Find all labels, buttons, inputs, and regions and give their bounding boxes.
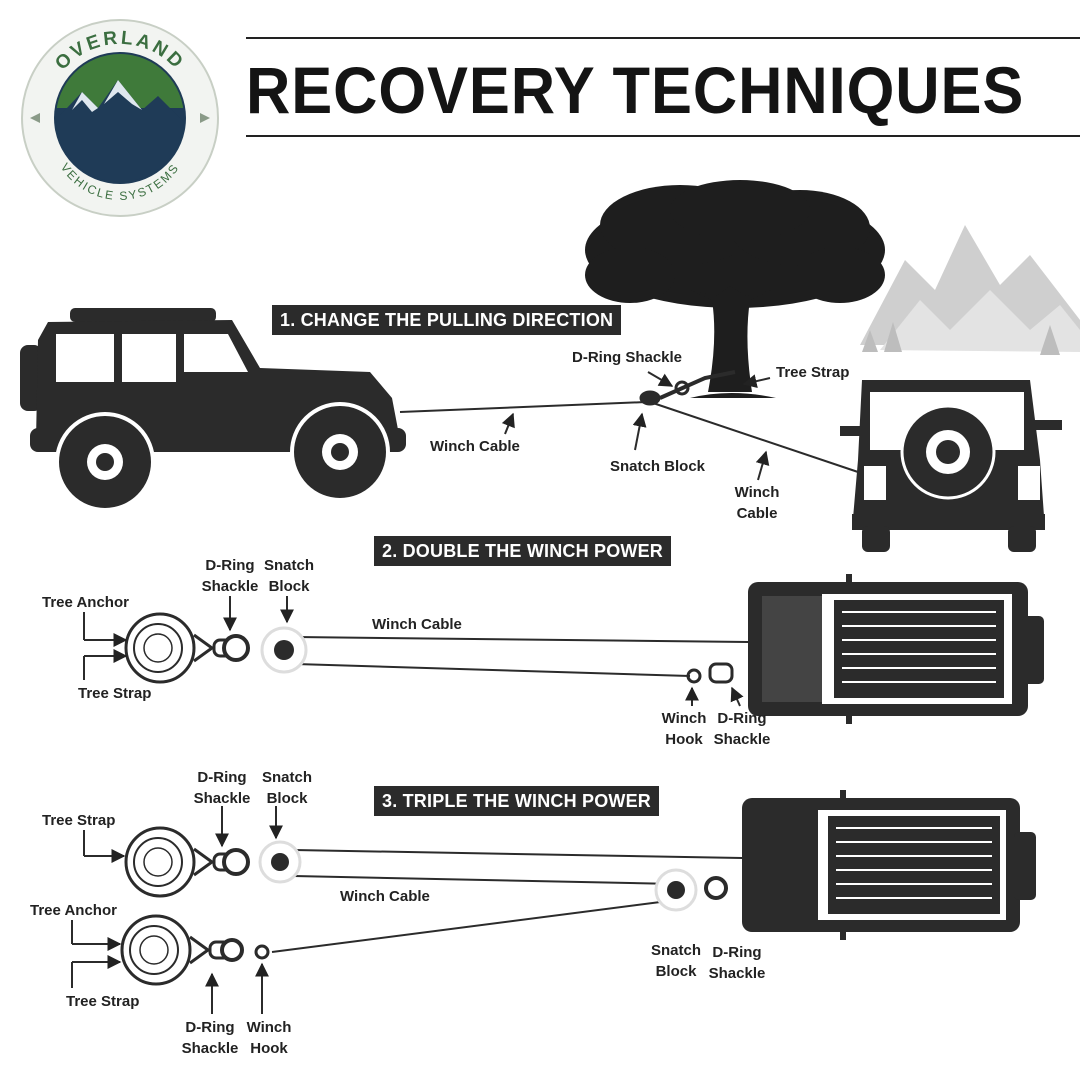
background-mountains — [860, 225, 1080, 355]
label-d-ring-shackle: D-Ring Shackle — [572, 349, 683, 366]
jeep-rear-icon — [840, 380, 1062, 552]
section3-rigging — [71, 806, 743, 1014]
tree-icon — [585, 180, 885, 398]
section3-heading: 3. TRIPLE THE WINCH POWER — [374, 786, 660, 816]
label-s3-tree-strap-bottom: Tree Strap — [66, 993, 140, 1010]
label-s2-tree-strap: Tree Strap — [78, 685, 152, 702]
jeep-side-icon — [20, 308, 406, 512]
label-winch-cable: Winch Cable — [430, 438, 520, 455]
label-s2-tree-anchor: Tree Anchor — [42, 594, 129, 611]
label-s2-winch-cable: Winch Cable — [372, 616, 462, 633]
section1-heading: 1. CHANGE THE PULLING DIRECTION — [272, 305, 622, 335]
section2-truck-top-icon — [748, 574, 1044, 724]
overland-logo: OVERLAND VEHICLE SYSTEMS — [21, 19, 219, 217]
section3-truck-top-icon — [742, 790, 1036, 940]
label-s3-tree-strap-top: Tree Strap — [42, 812, 116, 829]
section1-rigging — [399, 370, 859, 481]
page-title: RECOVERY TECHNIQUES — [246, 53, 1025, 127]
section2-heading: 2. DOUBLE THE WINCH POWER — [374, 536, 672, 566]
label-s3-winch-cable: Winch Cable — [340, 888, 430, 905]
section2-rigging — [83, 596, 749, 707]
label-snatch-block: Snatch Block — [610, 458, 706, 475]
label-tree-strap: Tree Strap — [776, 364, 850, 381]
label-s3-tree-anchor: Tree Anchor — [30, 902, 117, 919]
